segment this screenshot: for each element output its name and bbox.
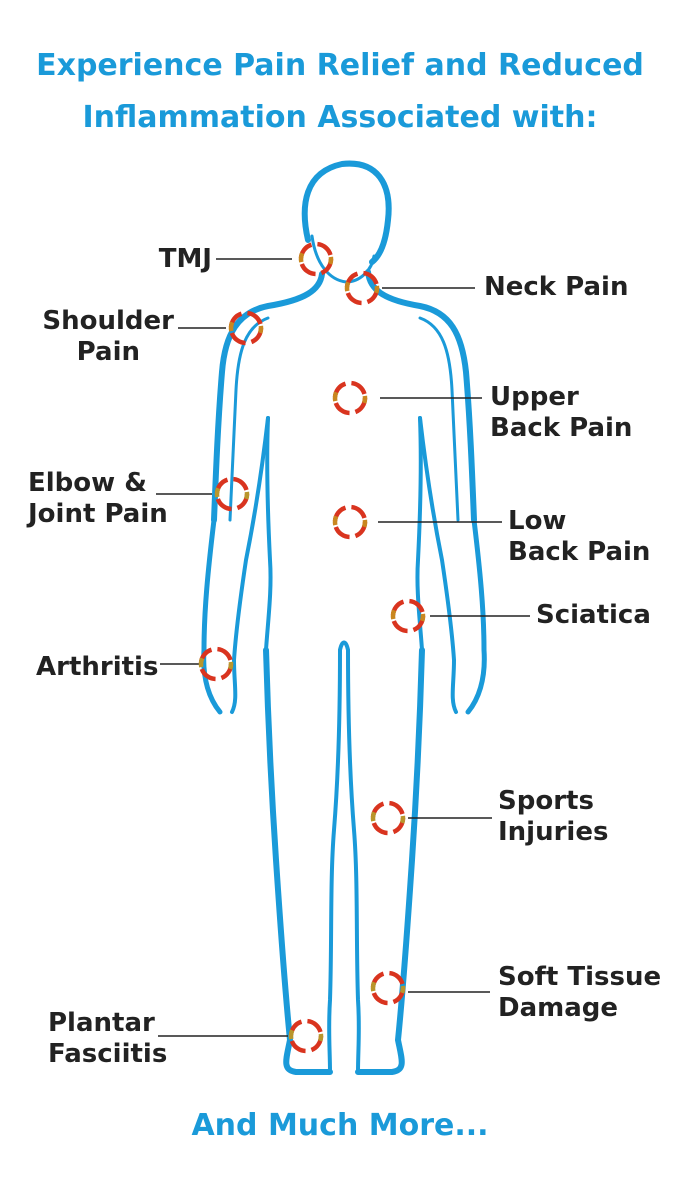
marker-shoulder-pain <box>228 310 264 346</box>
torso-left <box>264 416 273 652</box>
left-leg-inner <box>327 648 342 1074</box>
label-soft-tissue-damage-line2: Damage <box>498 993 619 1023</box>
label-sports-injuries-line1: Sports <box>498 786 594 816</box>
label-arthritis: Arthritis <box>36 652 166 683</box>
label-low-back-pain: Low Back Pain <box>508 506 674 568</box>
marker-soft-tissue-damage <box>370 970 406 1006</box>
label-neck-pain-text: Neck Pain <box>484 272 629 302</box>
footer-tagline: And Much More... <box>191 1108 489 1143</box>
shoulder-inner-right <box>418 316 460 522</box>
label-elbow-joint-pain: Elbow & Joint Pain <box>28 468 178 530</box>
label-sports-injuries: Sports Injuries <box>498 786 648 848</box>
label-sciatica-text: Sciatica <box>536 600 651 630</box>
label-sports-injuries-line2: Injuries <box>498 817 609 847</box>
torso-right <box>415 416 424 652</box>
label-elbow-joint-pain-line2: Joint Pain <box>28 499 168 529</box>
marker-elbow-joint-pain <box>214 476 250 512</box>
label-shoulder-pain-line2: Pain <box>76 337 140 367</box>
label-arthritis-text: Arthritis <box>36 652 159 682</box>
label-shoulder-pain-line1: Shoulder <box>42 306 174 336</box>
label-shoulder-pain: Shoulder Pain <box>20 306 174 368</box>
label-plantar-fasciitis-line1: Plantar <box>48 1008 155 1038</box>
label-upper-back-pain-line1: Upper <box>490 382 579 412</box>
label-sciatica: Sciatica <box>536 600 666 631</box>
right-leg-inner <box>346 648 361 1074</box>
neck-shoulder-right <box>365 269 477 523</box>
right-leg-outer <box>355 647 425 1075</box>
label-elbow-joint-pain-line1: Elbow & <box>28 468 147 498</box>
left-arm-inner <box>230 416 270 714</box>
label-tmj-text: TMJ <box>158 244 212 274</box>
crotch <box>338 640 350 652</box>
marker-upper-back-pain <box>332 380 368 416</box>
neck-shoulder-left <box>211 271 325 523</box>
marker-neck-pain <box>344 270 380 306</box>
head-outline <box>301 160 392 265</box>
label-upper-back-pain-line2: Back Pain <box>490 413 633 443</box>
pain-markers <box>198 241 426 1054</box>
label-upper-back-pain: Upper Back Pain <box>490 382 660 444</box>
right-arm-outer <box>465 517 487 715</box>
marker-sciatica <box>390 598 426 634</box>
shoulder-inner-left <box>228 316 270 522</box>
label-low-back-pain-line2: Back Pain <box>508 537 651 567</box>
leader-lines <box>156 258 530 1037</box>
left-leg-outer <box>263 647 333 1075</box>
body-outline <box>201 160 487 1075</box>
headline-line-2: Inflammation Associated with: <box>82 100 598 135</box>
label-plantar-fasciitis-line2: Fasciitis <box>48 1039 168 1069</box>
headline-line-1: Experience Pain Relief and Reduced <box>36 48 644 83</box>
marker-arthritis <box>198 646 234 682</box>
right-arm-inner <box>418 416 458 714</box>
marker-tmj <box>298 241 334 277</box>
label-soft-tissue-damage: Soft Tissue Damage <box>498 962 668 1024</box>
marker-plantar-fasciitis <box>288 1018 324 1054</box>
label-low-back-pain-line1: Low <box>508 506 567 536</box>
marker-sports-injuries <box>370 800 406 836</box>
marker-low-back-pain <box>332 504 368 540</box>
label-soft-tissue-damage-line1: Soft Tissue <box>498 962 662 992</box>
label-tmj: TMJ <box>120 244 212 275</box>
left-arm-outer <box>201 517 223 715</box>
label-neck-pain: Neck Pain <box>484 272 664 303</box>
label-plantar-fasciitis: Plantar Fasciitis <box>48 1008 168 1070</box>
